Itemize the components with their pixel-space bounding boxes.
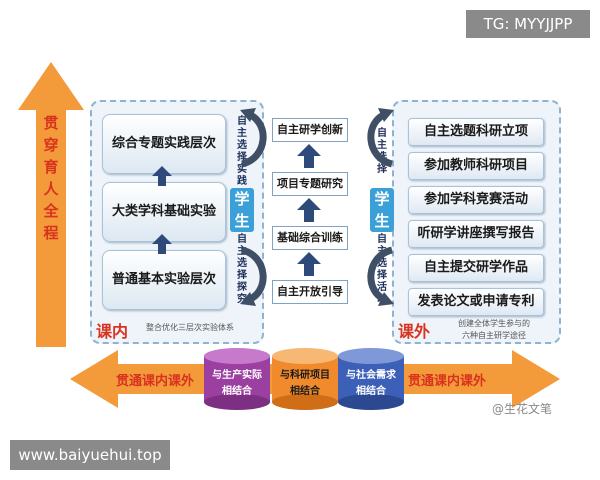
curved-arrow-icon xyxy=(240,108,267,168)
left-caption: 整合优化三层次实验体系 xyxy=(146,323,234,332)
axis-char: 贯 xyxy=(43,114,59,132)
up-arrow-icon xyxy=(297,252,321,276)
arrow-label-right: 贯通课内课外 xyxy=(408,374,487,389)
center-item: 自主开放引导 xyxy=(272,280,348,304)
cylinder-text: 相结合 xyxy=(356,386,386,397)
student-char: 生 xyxy=(374,212,390,230)
axis-char: 育 xyxy=(43,158,59,176)
cylinder-text: 与生产实际 xyxy=(212,370,262,381)
tier-box: 综合专题实践层次 xyxy=(102,114,226,174)
axis-char: 程 xyxy=(43,224,59,242)
cylinder-text: 与科研项目 xyxy=(280,370,330,381)
center-item: 项目专题研究 xyxy=(272,172,348,196)
watermark-bottom: www.baiyuehui.top xyxy=(10,440,170,470)
corner-label-in: 课内 xyxy=(96,322,129,341)
activity-box: 参加教师科研项目 xyxy=(408,152,544,180)
student-char: 生 xyxy=(234,212,250,230)
activity-box: 自主选题科研立项 xyxy=(408,118,544,146)
right-caption-line: 六种自主研学途径 xyxy=(462,331,526,340)
cylinder-1: 与生产实际 相结合 xyxy=(204,348,270,410)
watermark-top: TG: MYYJJPP xyxy=(466,10,590,38)
student-char: 学 xyxy=(234,190,250,208)
cylinder-text: 相结合 xyxy=(290,386,320,397)
up-arrow-icon xyxy=(152,234,172,254)
activity-box: 自主提交研学作品 xyxy=(408,254,544,282)
curved-arrow-icon xyxy=(367,108,394,168)
axis-char: 人 xyxy=(43,180,59,198)
arrow-label-left: 贯通课内课外 xyxy=(116,374,195,389)
axis-char: 穿 xyxy=(43,136,59,154)
center-item: 自主研学创新 xyxy=(272,118,348,142)
source-mark: @生花文笔 xyxy=(492,402,553,416)
student-box-left: 学 生 xyxy=(230,188,254,232)
center-item: 基础综合训练 xyxy=(272,226,348,250)
cylinder-text: 与社会需求 xyxy=(346,370,396,381)
up-arrow-icon xyxy=(297,198,321,222)
up-arrow-icon xyxy=(152,166,172,186)
curved-arrow-icon xyxy=(367,246,394,306)
activity-box: 听研学讲座撰写报告 xyxy=(408,220,544,248)
activity-box: 参加学科竞赛活动 xyxy=(408,186,544,214)
activity-box: 发表论文或申请专利 xyxy=(408,288,544,316)
corner-label-out: 课外 xyxy=(398,322,431,341)
cylinder-2: 与科研项目 相结合 xyxy=(272,348,338,410)
student-box-right: 学 生 xyxy=(370,188,394,232)
cylinder-text: 相结合 xyxy=(222,386,252,397)
student-char: 学 xyxy=(374,190,390,208)
vertical-arrow xyxy=(18,62,84,347)
tier-box: 大类学科基础实验 xyxy=(102,182,226,242)
right-caption-line: 创建全体学生参与的 xyxy=(458,319,530,328)
tier-box: 普通基本实验层次 xyxy=(102,250,226,310)
axis-char: 全 xyxy=(43,202,59,220)
up-arrow-icon xyxy=(297,144,321,168)
side-label: 自主选择实践 xyxy=(237,116,247,187)
cylinder-3: 与社会需求 相结合 xyxy=(338,348,404,410)
vertical-axis-text: 贯 穿 育 人 全 程 xyxy=(41,112,61,244)
curved-arrow-icon xyxy=(240,246,267,306)
